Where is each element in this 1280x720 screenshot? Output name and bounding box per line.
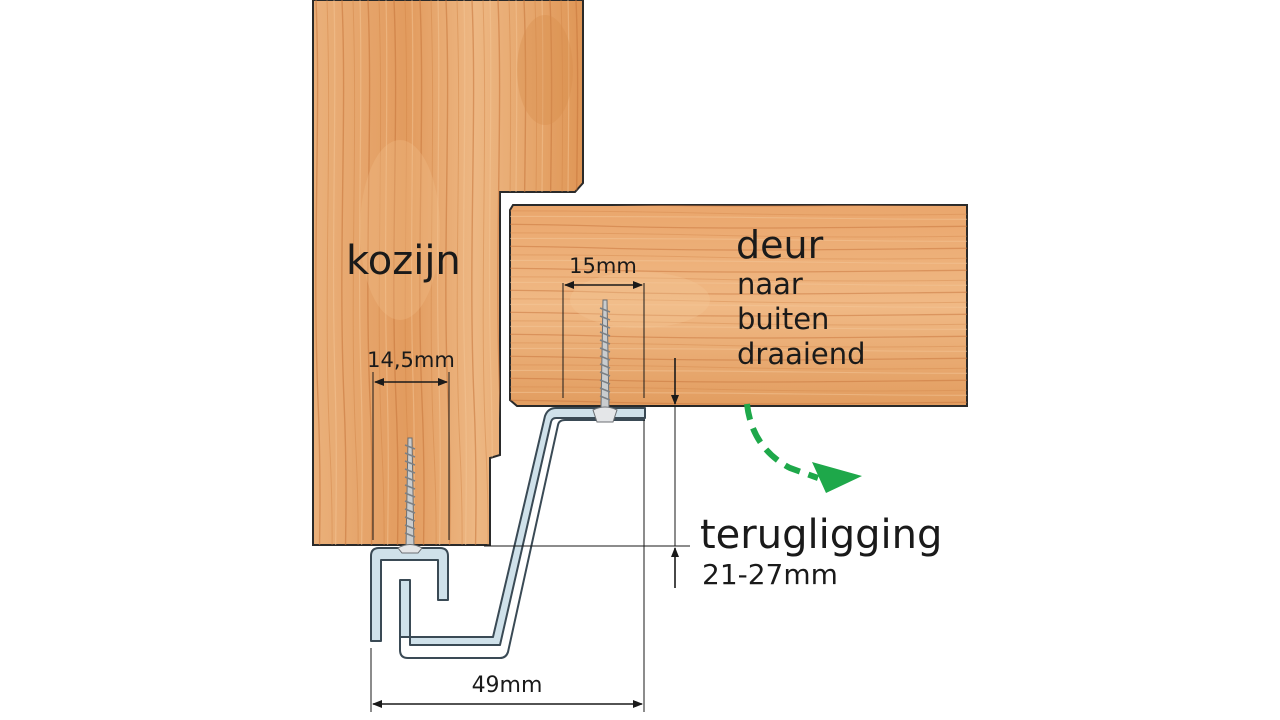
door-label-line-1: deur	[736, 223, 824, 267]
dimension-label-total-width: 49mm	[472, 673, 543, 698]
dimension-total-width: 49mm	[370, 420, 645, 712]
screw-icon	[397, 437, 423, 554]
door-label: deur naar buiten draaiend	[736, 223, 866, 371]
metal-profile	[370, 407, 646, 659]
dimension-label-door-screw: 15mm	[569, 254, 637, 278]
screw-icon	[592, 299, 618, 423]
dimension-door-screw: 15mm	[562, 254, 645, 398]
door-label-line-2: naar	[737, 267, 803, 301]
curved-dashed-arrow-icon	[744, 403, 862, 493]
frame-wood	[312, 0, 584, 546]
recess-title: terugligging	[700, 512, 942, 558]
door-label-line-4: draaiend	[737, 337, 866, 371]
frame-label: kozijn	[346, 238, 461, 284]
dimension-frame-screw: 14,5mm	[367, 348, 455, 540]
recess-value: 21-27mm	[702, 558, 838, 591]
door-label-line-3: buiten	[737, 302, 829, 336]
dimension-label-frame-screw: 14,5mm	[367, 348, 455, 372]
dimension-recess: terugligging 21-27mm	[484, 358, 942, 591]
